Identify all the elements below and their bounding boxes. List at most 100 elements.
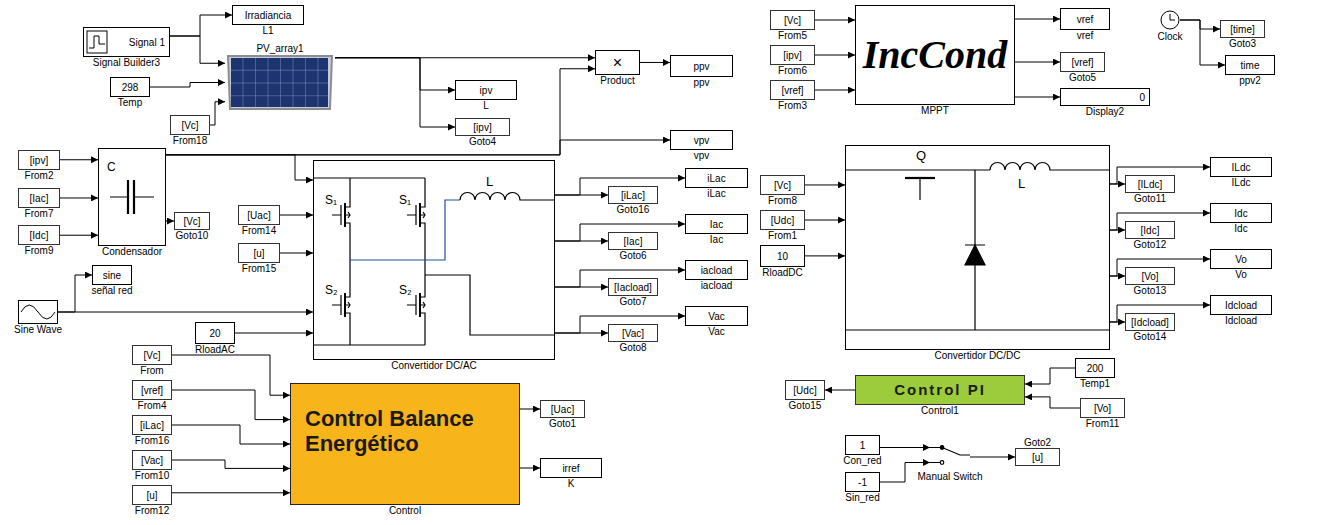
block-name: señal red: [91, 285, 132, 296]
h-bridge-circuit: [425, 275, 555, 335]
block-label: S₁: [325, 194, 337, 207]
block-label: [vref]: [141, 385, 163, 396]
block-label: 200: [1087, 363, 1104, 374]
signal-tag: [Vc]From5: [770, 10, 815, 30]
block-label: S₂: [399, 284, 412, 297]
buck-circuit: [919, 178, 920, 200]
simulink-block: IdcIdc: [1210, 203, 1272, 223]
block-label: ILdc: [1232, 162, 1251, 173]
signal-wire: [520, 409, 540, 410]
block-name: Display2: [1086, 106, 1124, 117]
block-name: Goto1: [549, 418, 576, 429]
control-block: Control PIControl1: [855, 375, 1025, 405]
block-label: [ipv]: [30, 155, 48, 166]
clock-icon: [1161, 11, 1179, 29]
block-label: S₂: [325, 284, 338, 297]
block-label: Idcload: [1225, 300, 1257, 311]
signal-wire: [235, 333, 313, 334]
block-name: Goto15: [789, 400, 822, 411]
block-label: [Vc]: [784, 15, 801, 26]
block-name: From16: [135, 435, 169, 446]
control-block: Control Balance EnergéticoControl: [290, 383, 520, 505]
simulink-block: -1Sin_red: [845, 472, 880, 492]
signal-wire: [166, 69, 595, 155]
signal-tag: [u]Goto2: [1015, 448, 1060, 466]
block-label: [time]: [1230, 24, 1254, 35]
signal-tag: [u]From12: [132, 485, 172, 505]
icon-block: Clock: [1160, 10, 1180, 30]
block-name: From12: [135, 505, 169, 516]
block-label: S₁: [399, 194, 411, 207]
block-label: [Vc]: [181, 120, 198, 131]
simulink-block: iacloadiacload: [685, 260, 748, 280]
signal-wire: [60, 235, 98, 236]
signal-wire: [970, 457, 1015, 458]
capacitor-symbol: [128, 180, 134, 214]
signal-wire: [825, 390, 855, 391]
simulink-block: 0Display2: [1060, 88, 1150, 106]
block-name: From: [140, 365, 163, 376]
block-name: Control1: [921, 405, 959, 416]
block-label: [Idc]: [1141, 225, 1160, 236]
block-label: 10: [777, 251, 788, 262]
block-label: [Idc]: [30, 230, 49, 241]
block-label: [Iac]: [30, 193, 49, 204]
signal-wire: [520, 468, 540, 469]
block-label: [iLac]: [621, 190, 645, 201]
simulink-block: IacIac: [685, 214, 748, 234]
block-name: From6: [778, 65, 807, 76]
simulink-block: 20RloadAC: [195, 322, 235, 344]
signal-wire: [1015, 62, 1060, 63]
block-name: From2: [25, 170, 54, 181]
switch-icon: [930, 448, 970, 463]
block-name: From10: [135, 470, 169, 481]
sine-icon: [21, 305, 55, 319]
signal-tag: [Iac]From7: [18, 188, 60, 208]
block-label: [ILdc]: [1138, 179, 1162, 190]
block-name: Goto10: [176, 230, 209, 241]
signal-wire: [150, 83, 225, 88]
block-name: K: [568, 478, 575, 489]
block-label: [Vac]: [141, 455, 163, 466]
signal-wire: [640, 62, 670, 63]
signal-wire: [1180, 20, 1225, 65]
buck-circuit: [845, 329, 1110, 330]
block-name: Goto2: [1024, 437, 1051, 448]
block-name: Vac: [708, 326, 725, 337]
simulink-block: ppvppv: [670, 55, 733, 77]
signal-wire: [880, 447, 930, 448]
simulink-block: 298Temp: [110, 77, 150, 97]
signal-tag: [iLac]From16: [132, 415, 172, 435]
h-bridge-circuit: [313, 178, 555, 345]
signal-tag: [Vac]Goto8: [608, 324, 658, 342]
h-bridge-circuit: [460, 193, 555, 200]
simulink-block: ×Product: [595, 50, 640, 75]
block-label: time: [1241, 60, 1260, 71]
solar-panel: [228, 56, 332, 109]
block-name: From5: [778, 30, 807, 41]
switch-icon: [940, 461, 944, 465]
block-name: From7: [25, 208, 54, 219]
simulink-block: Signal 1Signal Builder3: [83, 27, 170, 57]
solar-panel: [231, 58, 328, 107]
block-label: 1: [860, 440, 866, 451]
signal-tag: [Idc]Goto12: [1125, 221, 1175, 239]
block-label: iLac: [707, 173, 725, 184]
block-name: Control: [389, 505, 421, 516]
signal-builder-icon: [87, 31, 107, 53]
block-label: [ipv]: [783, 50, 801, 61]
block-label: [Uac]: [551, 404, 574, 415]
block-name: RloadAC: [195, 344, 235, 355]
block-label: ipv: [480, 85, 493, 96]
signal-tag: [vref]From3: [770, 80, 815, 100]
signal-wire: [1025, 397, 1080, 408]
block-name: RloadDC: [762, 267, 803, 278]
simulink-block: 200Temp1: [1075, 358, 1115, 378]
block-name: From15: [242, 263, 276, 274]
block-label: [Vc]: [774, 180, 791, 191]
switch-icon: [940, 446, 944, 450]
block-label: IncCond: [863, 33, 1008, 77]
signal-tag: [Vo]From11: [1080, 398, 1125, 418]
signal-wire: [280, 253, 313, 254]
